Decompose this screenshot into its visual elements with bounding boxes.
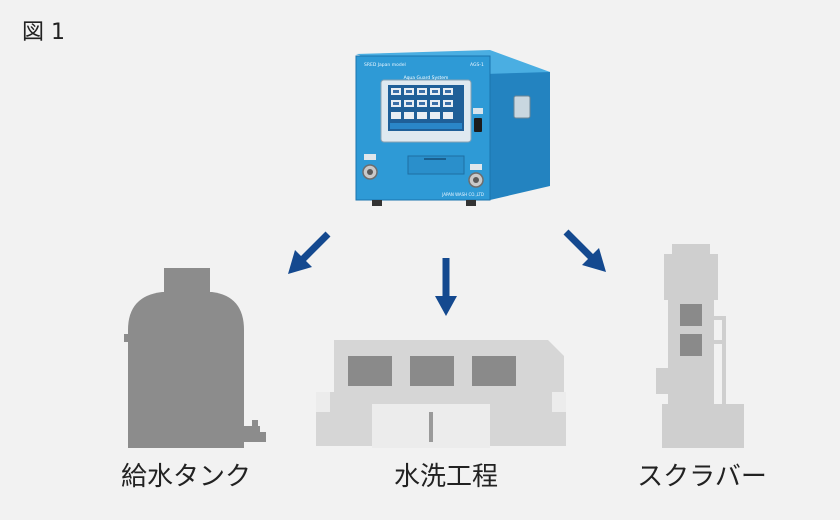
scrubber-side-box — [656, 368, 670, 394]
device-brand: SRED Japan model — [364, 62, 406, 68]
machine-window — [348, 356, 392, 386]
device-model-tag: AGS-1 — [470, 62, 484, 68]
machine-window — [410, 356, 454, 386]
arrow-head-icon — [288, 250, 312, 274]
arrow-to-tank — [288, 231, 331, 274]
arrow-to-wash — [435, 258, 457, 316]
arrow-head-icon — [435, 296, 457, 316]
arrow-to-scrubber — [563, 229, 606, 272]
left-port-icon — [362, 154, 378, 180]
tank-side-nub — [124, 334, 130, 342]
foot — [466, 200, 476, 206]
scrubber-base — [662, 404, 744, 448]
tank-valve-outlet — [244, 432, 266, 442]
caption-washing-process: 水洗工程 — [393, 462, 498, 492]
tank-body — [128, 292, 244, 448]
machine-window — [472, 356, 516, 386]
power-switch-icon — [474, 118, 482, 132]
scrubber-icon — [656, 244, 744, 448]
arrow-head-icon — [582, 248, 606, 272]
scrubber-head — [664, 254, 718, 300]
device-side-panel — [490, 60, 550, 200]
caption-scrubber: スクラバー — [637, 462, 767, 492]
aqua-guard-device: SRED Japan model AGS-1 Aqua Guard System — [355, 50, 550, 206]
side-handle-icon — [513, 95, 531, 119]
figure-label: 図 1 — [22, 20, 65, 45]
lower-plate — [407, 155, 465, 175]
water-tank-icon — [124, 268, 266, 448]
panel-title: Aqua Guard System — [404, 75, 449, 81]
foot — [372, 200, 382, 206]
scrubber-window — [680, 334, 702, 356]
tank-valve-pipe — [240, 426, 260, 434]
right-port-icon — [468, 164, 484, 188]
maker-plate: JAPAN WASH CO.,LTD — [441, 192, 484, 197]
scrubber-window — [680, 304, 702, 326]
washing-machine-icon — [316, 340, 566, 448]
tank-valve-handle — [252, 420, 258, 426]
caption-water-tank: 給水タンク — [120, 462, 251, 492]
